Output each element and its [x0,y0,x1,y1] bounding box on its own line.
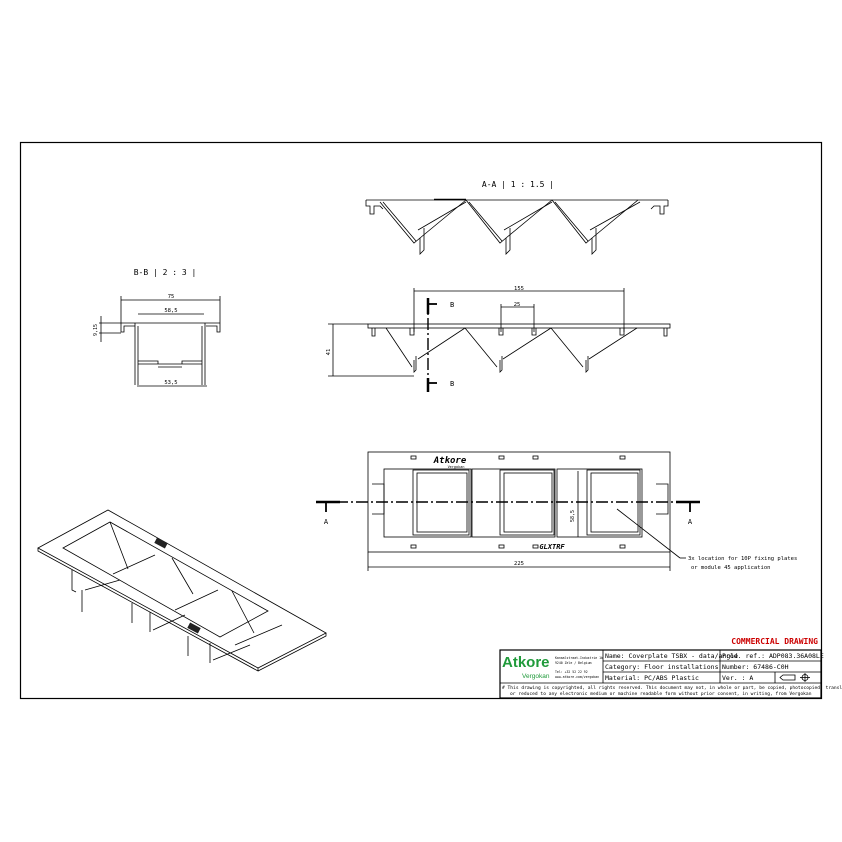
projection-symbol-icon [779,673,810,682]
dim-155: 155 [514,286,524,292]
cut-marker-a-right: A [688,518,693,526]
dim-9-15: 9,15 [93,324,99,336]
dim-58-5-plan: 58,5 [570,510,576,522]
plan-brand-top-sub: Vergokan [448,465,465,469]
dim-53-5: 53,5 [164,380,177,386]
dim-75: 75 [168,294,175,300]
plan-note-line1: 3x location for 10P fixing plates [688,556,797,562]
company-line-2: 9240 Zele / Belgium [555,661,592,665]
product-name: Name: Coverplate TSBX - data/angle [605,652,738,660]
product-material: Material: PC/ABS Plastic [605,674,699,682]
copyright-line-2: or reduced to any electronic medium or m… [510,691,812,697]
cut-marker-b-top: B [450,301,454,309]
plan-note-line2: or module 45 application [691,565,770,571]
title-block-logo-sub: Vergokan [522,673,550,680]
dim-225: 225 [514,561,524,567]
plan-brand-top: Atkore [433,456,467,466]
isometric-view [37,509,327,672]
dim-41: 41 [326,349,332,356]
commercial-drawing-stamp: COMMERCIAL DRAWING [731,637,818,646]
title-block-logo: Atkore [502,654,550,671]
dim-58-5: 58,5 [164,308,177,314]
sheet-frame [19,141,823,700]
product-category: Category: Floor installations [605,663,719,671]
dim-25: 25 [514,302,521,308]
copyright-line-1: # This drawing is copyrighted, all right… [502,685,842,691]
section-bb-title: B-B | 2 : 3 | [134,268,197,277]
product-number: Number: 67486-C0H [722,663,789,671]
section-aa-title: A-A | 1 : 1.5 | [482,180,554,189]
company-line-4: www.atkore.com/vergokan [555,675,599,679]
title-block: Atkore Vergokan Kanaalstraat-Industrie 1… [499,649,842,699]
cut-marker-a-left: A [324,518,329,526]
cut-marker-b-bottom: B [450,380,454,388]
company-line-1: Kanaalstraat-Industrie 1b [555,656,603,660]
product-ref: Prod. ref.: ADP083.36A08LE [722,652,824,660]
company-line-3: Tel: +32 52 22 92 [555,670,588,674]
section-aa-view: A-A | 1 : 1.5 | [365,180,669,255]
side-view: 155 25 41 B B [326,286,671,392]
plan-brand-bottom: GLXTRF [539,543,565,551]
plan-view: 58,5 Atkore Vergokan GLXTRF A A 225 3x l… [316,451,797,571]
product-version: Ver. : A [722,674,753,682]
section-bb-view: B-B | 2 : 3 | 75 58,5 9,15 53,5 [93,268,221,387]
